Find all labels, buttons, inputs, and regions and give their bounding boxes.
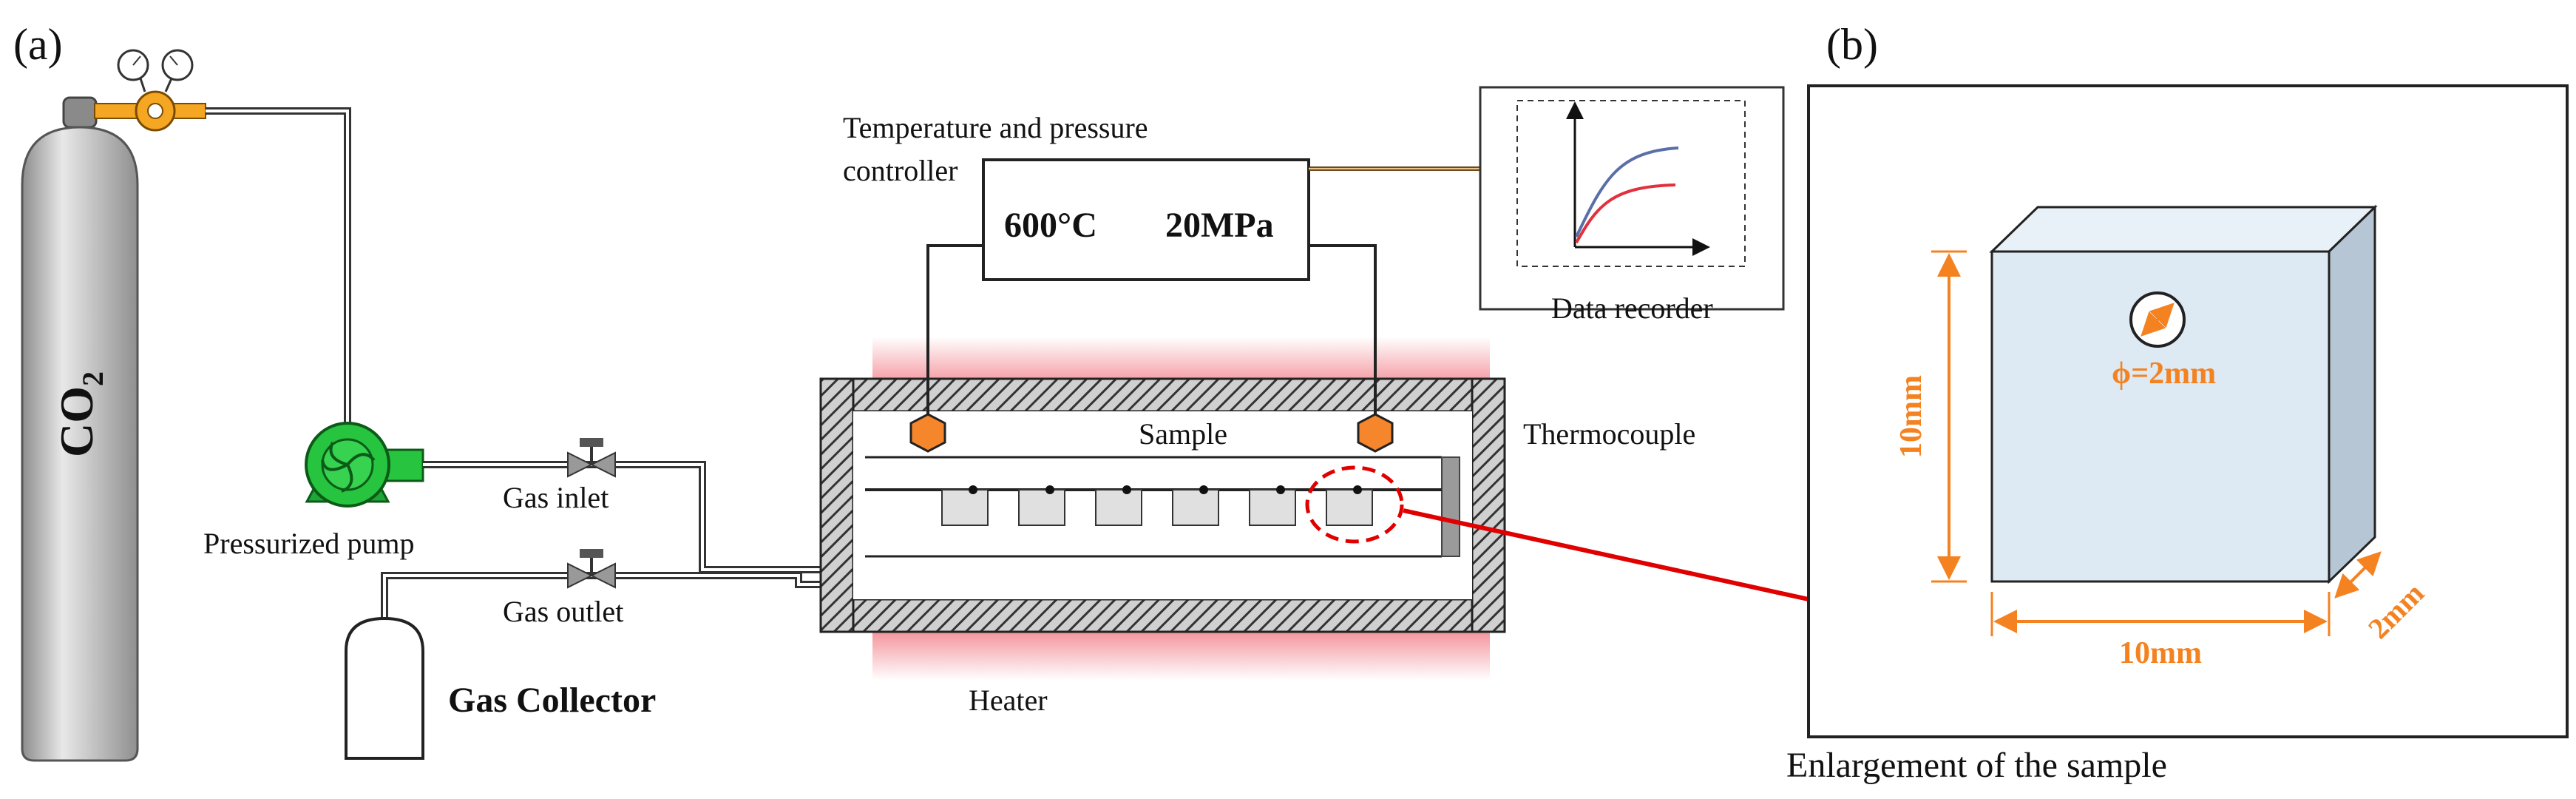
gas-inlet-pipe <box>423 461 887 573</box>
thermocouple-label: Thermocouple <box>1523 417 1695 451</box>
controller-box <box>982 158 1310 281</box>
inlet-valve-icon <box>567 438 616 478</box>
co2-cylinder: CO2 <box>21 96 139 762</box>
height-dimension-label: 10mm <box>1894 375 1928 458</box>
co2-label: CO2 <box>50 371 109 457</box>
width-dimension-label: 10mm <box>2119 636 2202 670</box>
controller-title-line1: Temperature and pressure <box>843 111 1148 144</box>
depth-dimension-line <box>2334 551 2382 599</box>
enlargement-arrow <box>1403 508 1878 627</box>
hole-diameter-label: ϕ=2mm <box>2112 357 2216 391</box>
controller-temperature: 600°C <box>1004 206 1097 245</box>
gas-inlet-label: Gas inlet <box>503 481 609 514</box>
gas-outlet-label: Gas outlet <box>503 595 623 628</box>
sample-label: Sample <box>1139 417 1227 451</box>
enlargement-caption: Enlargement of the sample <box>1786 746 2167 785</box>
controller-title-line2: controller <box>843 154 958 187</box>
pressure-regulator <box>94 49 206 132</box>
sample-block <box>1249 485 1296 526</box>
thermocouple-wire-right <box>1309 244 1377 423</box>
curve-blue <box>1575 146 1679 237</box>
pressurized-pump-icon <box>305 422 424 508</box>
panel-b-label: (b) <box>1826 20 1878 69</box>
sample-highlight-circle <box>1305 465 1404 544</box>
panel-a-label: (a) <box>13 20 63 69</box>
gas-collector-label: Gas Collector <box>448 681 656 720</box>
controller-pressure: 20MPa <box>1165 206 1274 245</box>
thermocouple-wire-left <box>926 244 983 423</box>
outlet-valve-icon <box>567 549 616 589</box>
data-recorder-label: Data recorder <box>1551 291 1713 325</box>
gas-supply-pipe <box>206 107 351 428</box>
pump-label: Pressurized pump <box>203 527 415 560</box>
heater-label: Heater <box>969 684 1048 717</box>
sample-block <box>941 485 989 526</box>
curve-red <box>1575 183 1676 243</box>
sample-block <box>1172 485 1219 526</box>
thermocouple-icon <box>1357 413 1394 453</box>
sample-block <box>1326 485 1373 526</box>
sample-cube <box>1989 204 2378 584</box>
data-recorder-icon <box>1479 86 1785 311</box>
sample-block <box>1095 485 1142 526</box>
thermocouple-icon <box>909 413 946 453</box>
heater-bottom <box>872 629 1490 681</box>
sample-row <box>941 485 1373 526</box>
sample-block <box>1018 485 1065 526</box>
gas-collector-icon <box>345 616 424 760</box>
